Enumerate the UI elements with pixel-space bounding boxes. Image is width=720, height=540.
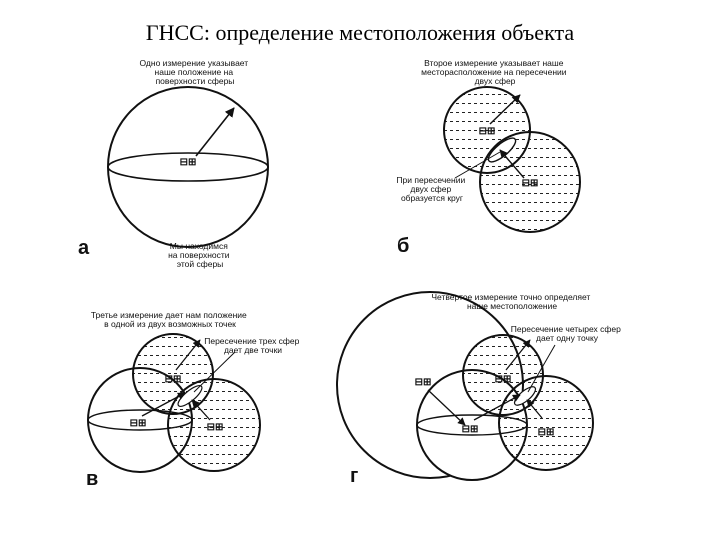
page-title: ГНСС: определение местоположения объекта	[145, 20, 575, 45]
satellite-icon: ⊟⊞	[180, 157, 197, 168]
satellite-icon: ⊟⊞	[130, 418, 147, 429]
arrow-b2	[499, 149, 525, 179]
note-bottom-a: Мы находимся на поверхности этой сферы	[168, 241, 232, 269]
leader-v	[193, 351, 236, 393]
panel-letter-g: г	[350, 465, 358, 487]
panel-a: ⊟⊞ Одно измерение указывает наше положен…	[78, 58, 269, 269]
panel-v: ⊟⊞ ⊟⊞ ⊟⊞ Третье измерение дает нам полож…	[86, 310, 302, 490]
arrow-v3	[191, 399, 211, 421]
arrow-g2	[473, 394, 521, 421]
note-mid-g: Пересечение четырех сфер дает одну точку	[511, 324, 624, 343]
leader-b	[454, 151, 501, 179]
note-top-v: Третье измерение дает нам положение в од…	[91, 310, 249, 329]
satellite-icon: ⊟⊞	[522, 178, 539, 189]
satellite-icon: ⊟⊞	[462, 424, 479, 435]
note-top-b: Второе измерение указывает наше месторас…	[421, 58, 569, 86]
note-top-a: Одно измерение указывает наше положение …	[139, 58, 250, 86]
arrow-b1	[489, 94, 521, 125]
radius-arrow-a	[195, 107, 235, 157]
satellite-icon: ⊟⊞	[207, 422, 224, 433]
equator-a	[107, 152, 269, 182]
panel-letter-a: а	[78, 237, 90, 259]
note-top-g: Четвертое измерение точно определяет наш…	[431, 292, 592, 311]
arrow-v1	[175, 339, 201, 371]
panel-b: ⊟⊞ ⊟⊞ Второе измерение указывает наше ме…	[396, 58, 581, 257]
sphere-g3	[498, 375, 594, 471]
arrow-g1	[505, 339, 531, 371]
note-mid-b: При пересечении двух сфер образуется кру…	[396, 175, 467, 203]
leader-g	[527, 344, 556, 393]
satellite-icon: ⊟⊞	[479, 126, 496, 137]
satellite-icon: ⊟⊞	[495, 374, 512, 385]
panel-letter-v: в	[86, 468, 98, 490]
note-mid-v: Пересечение трех сфер дает две точки	[204, 336, 302, 355]
arrow-g4	[427, 389, 466, 426]
panel-g: ⊟⊞ ⊟⊞ ⊟⊞ ⊟⊞ Четвертое измерение точно оп…	[336, 291, 624, 487]
panel-letter-b: б	[397, 235, 409, 257]
satellite-icon: ⊟⊞	[165, 374, 182, 385]
satellite-icon: ⊟⊞	[415, 377, 432, 388]
satellite-icon: ⊟⊞	[538, 427, 555, 438]
arrow-v2	[141, 392, 186, 417]
arrow-g3	[526, 399, 543, 419]
